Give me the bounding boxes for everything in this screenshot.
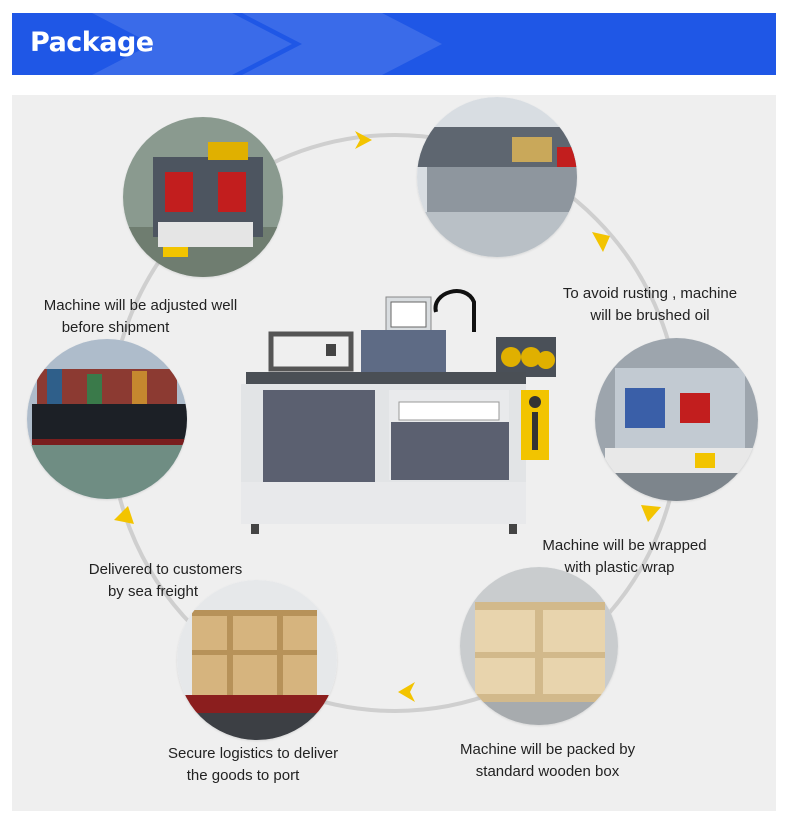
caption-line: before shipment <box>61 319 170 336</box>
caption-line: Machine will be packed by <box>460 741 636 758</box>
busbar-machine-illustration <box>241 289 556 534</box>
photo-adjusted-machine <box>123 117 283 277</box>
caption-line: Delivered to customers <box>88 561 243 578</box>
caption-line: To avoid rusting , machine <box>562 285 738 302</box>
photo-plastic-wrapped-machine <box>595 338 758 501</box>
photo-wooden-box <box>460 567 618 725</box>
step-caption-oiled: To avoid rusting , machine will be brush… <box>555 283 745 327</box>
photo-truck-logistics <box>177 580 337 740</box>
caption-line: Secure logistics to deliver <box>168 745 339 762</box>
step-caption-adjusted: Machine will be adjusted well before shi… <box>38 295 243 339</box>
caption-line: by sea freight <box>107 583 199 600</box>
caption-line: Machine will be adjusted well <box>43 297 238 314</box>
arrow-down-icon <box>641 505 661 522</box>
section-banner: Package <box>12 13 776 75</box>
arrow-up-icon <box>114 506 134 524</box>
arrow-down-icon <box>592 232 610 252</box>
step-caption-sea-freight: Delivered to customers by sea freight <box>88 559 243 603</box>
step-caption-logistics: Secure logistics to deliver the goods to… <box>168 743 338 787</box>
step-caption-wrapped: Machine will be wrapped with plastic wra… <box>542 535 707 579</box>
caption-line: will be brushed oil <box>590 307 710 324</box>
caption-line: Machine will be wrapped <box>542 537 707 554</box>
photo-oiled-machine <box>417 97 577 257</box>
step-caption-wooden-box: Machine will be packed by standard woode… <box>460 739 635 783</box>
flow-arrow-icons <box>114 131 661 702</box>
caption-line: the goods to port <box>186 767 300 784</box>
section-title: Package <box>30 27 154 58</box>
photo-cargo-ship <box>27 339 187 499</box>
caption-line: with plastic wrap <box>564 559 675 576</box>
arrow-right-icon <box>355 131 372 149</box>
caption-line: standard wooden box <box>475 763 620 780</box>
arrow-left-icon <box>398 682 415 702</box>
